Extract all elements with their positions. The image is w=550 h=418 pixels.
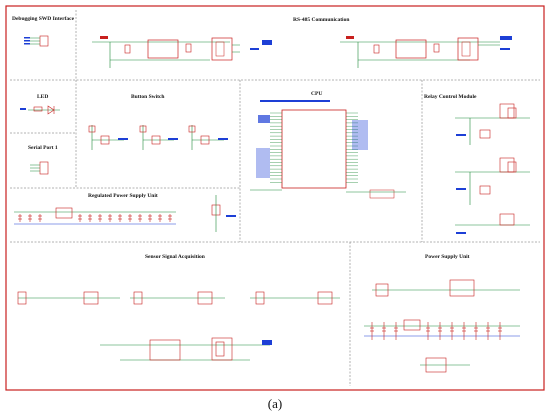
rs485-transceiver-right <box>340 36 512 68</box>
sensor-channels <box>17 291 340 361</box>
section-title-sensor: Sensor Signal Acquisition <box>145 254 205 260</box>
regulated-power-circuit <box>14 195 236 232</box>
section-dividers <box>10 10 540 386</box>
section-title-swd: Debugging SWD Interface <box>12 16 75 22</box>
section-title-regpower: Regulated Power Supply Unit <box>88 193 158 199</box>
power-supply-circuit <box>364 279 520 373</box>
section-title-led: LED <box>37 94 48 100</box>
section-title-serial: Serial Port 1 <box>28 145 58 151</box>
swd-connector <box>24 35 49 47</box>
section-title-power: Power Supply Unit <box>425 254 470 260</box>
led-circuit <box>20 105 60 115</box>
section-title-rs485: RS-485 Communication <box>293 17 349 23</box>
figure-label: (a) <box>267 396 283 411</box>
section-title-cpu: CPU <box>311 91 322 97</box>
button-switches <box>88 125 228 150</box>
sheet-frame <box>5 5 545 391</box>
rs485-transceiver-left <box>92 36 272 68</box>
relay-modules <box>455 103 530 234</box>
section-title-button: Button Switch <box>131 94 164 100</box>
serial-port-connector <box>30 161 49 175</box>
cpu-chip <box>250 100 406 199</box>
section-title-relay: Relay Control Module <box>424 94 477 100</box>
